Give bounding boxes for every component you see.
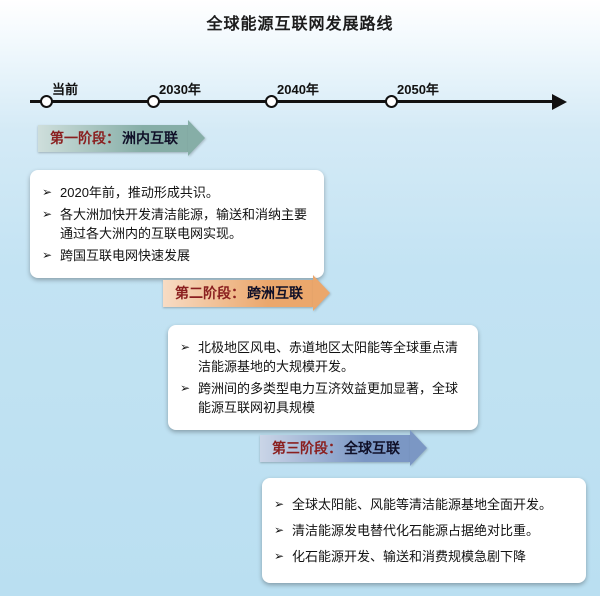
timeline-axis xyxy=(30,100,554,103)
bullet-text: 跨国互联电网快速发展 xyxy=(60,248,191,263)
stage3-arrow-icon xyxy=(410,430,427,466)
stage2-label: 第二阶段：跨洲互联 xyxy=(163,279,313,307)
bullet-arrow-icon: ➢ xyxy=(274,497,285,511)
stage1-label: 第一阶段：洲内互联 xyxy=(38,124,188,152)
stage1-name: 洲内互联 xyxy=(122,130,178,146)
page-title: 全球能源互联网发展路线 xyxy=(206,16,394,33)
bullet-text: 化石能源开发、输送和消费规模急剧下降 xyxy=(292,549,527,564)
bullet-arrow-icon: ➢ xyxy=(180,381,191,395)
list-item: ➢ 北极地区风电、赤道地区太阳能等全球重点清洁能源基地的大规模开发。 xyxy=(180,338,466,376)
bullet-text: 全球太阳能、风能等清洁能源基地全面开发。 xyxy=(292,497,553,512)
bullet-text: 清洁能源发电替代化石能源占据绝对比重。 xyxy=(292,523,540,538)
timeline-label: 2040年 xyxy=(277,82,319,97)
timeline-dot-icon xyxy=(147,95,160,108)
bullet-text: 各大洲加快开发清洁能源，输送和消纳主要通过各大洲内的互联电网实现。 xyxy=(60,207,308,241)
bullet-arrow-icon: ➢ xyxy=(42,207,53,221)
list-item: ➢ 清洁能源发电替代化石能源占据绝对比重。 xyxy=(274,521,574,540)
list-item: ➢ 跨国互联电网快速发展 xyxy=(42,246,312,265)
timeline-label: 2030年 xyxy=(159,82,201,97)
bullet-arrow-icon: ➢ xyxy=(180,340,191,354)
timeline-dot-icon xyxy=(385,95,398,108)
bullet-arrow-icon: ➢ xyxy=(42,248,53,262)
stage3-details: ➢ 全球太阳能、风能等清洁能源基地全面开发。 ➢ 清洁能源发电替代化石能源占据绝… xyxy=(262,478,586,583)
stage2-prefix: 第二阶段： xyxy=(175,285,245,301)
list-item: ➢ 全球太阳能、风能等清洁能源基地全面开发。 xyxy=(274,495,574,514)
stage3-prefix: 第三阶段： xyxy=(272,440,342,456)
timeline-label: 当前 xyxy=(52,82,79,97)
timeline-label: 2050年 xyxy=(397,82,439,97)
stage3-name: 全球互联 xyxy=(344,440,400,456)
bullet-text: 跨洲间的多类型电力互济效益更加显著，全球能源互联网初具规模 xyxy=(198,381,459,415)
stage1-details: ➢ 2020年前，推动形成共识。 ➢ 各大洲加快开发清洁能源，输送和消纳主要通过… xyxy=(30,170,324,278)
bullet-text: 2020年前，推动形成共识。 xyxy=(60,185,219,200)
list-item: ➢ 各大洲加快开发清洁能源，输送和消纳主要通过各大洲内的互联电网实现。 xyxy=(42,205,312,243)
stage2-name: 跨洲互联 xyxy=(247,285,303,301)
timeline-dot-icon xyxy=(40,95,53,108)
list-item: ➢ 2020年前，推动形成共识。 xyxy=(42,183,312,202)
list-item: ➢ 化石能源开发、输送和消费规模急剧下降 xyxy=(274,547,574,566)
timeline-dot-icon xyxy=(265,95,278,108)
stage2-arrow-icon xyxy=(313,275,330,311)
bullet-arrow-icon: ➢ xyxy=(42,185,53,199)
list-item: ➢ 跨洲间的多类型电力互济效益更加显著，全球能源互联网初具规模 xyxy=(180,379,466,417)
stage1-prefix: 第一阶段： xyxy=(50,130,120,146)
bullet-arrow-icon: ➢ xyxy=(274,549,285,563)
stage2-details: ➢ 北极地区风电、赤道地区太阳能等全球重点清洁能源基地的大规模开发。 ➢ 跨洲间… xyxy=(168,325,478,430)
stage2-banner: 第二阶段：跨洲互联 xyxy=(163,275,330,311)
timeline-arrow-icon xyxy=(552,93,567,110)
bullet-text: 北极地区风电、赤道地区太阳能等全球重点清洁能源基地的大规模开发。 xyxy=(198,340,459,374)
stage1-banner: 第一阶段：洲内互联 xyxy=(38,120,205,156)
stage3-banner: 第三阶段：全球互联 xyxy=(260,430,427,466)
stage1-arrow-icon xyxy=(188,120,205,156)
stage3-label: 第三阶段：全球互联 xyxy=(260,434,410,462)
bullet-arrow-icon: ➢ xyxy=(274,523,285,537)
